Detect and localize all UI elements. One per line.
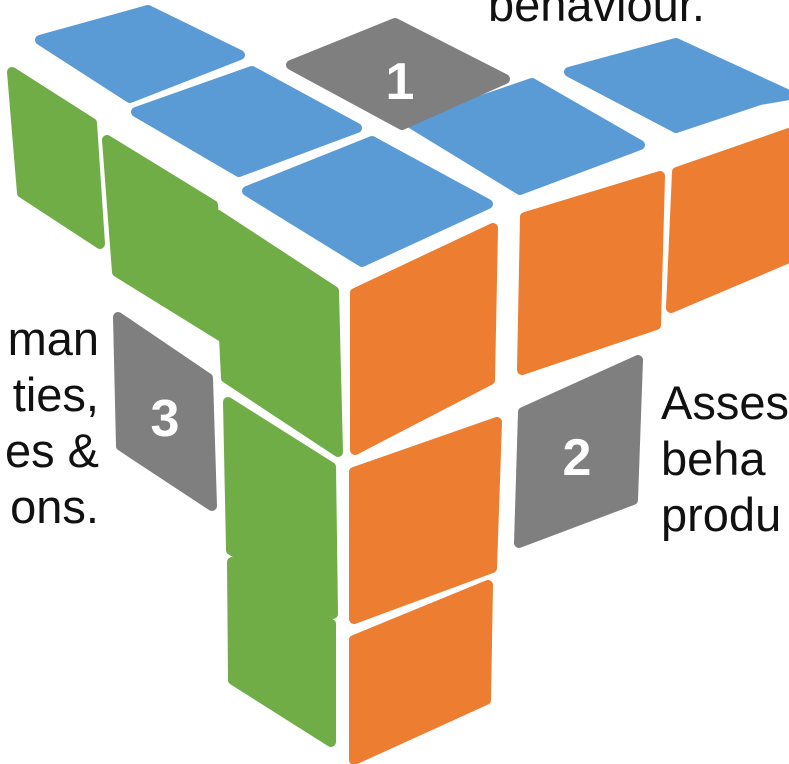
- top-face: [35, 5, 789, 267]
- right-tile: [350, 223, 498, 455]
- right-face: [349, 128, 789, 764]
- left-tile: [227, 557, 336, 747]
- marker-1: 1: [286, 18, 510, 130]
- marker-2: 2: [514, 355, 643, 548]
- top-tile: [35, 5, 245, 103]
- top-tile: [564, 38, 789, 133]
- marker-2-shape: [514, 355, 643, 548]
- marker-1-shape: [286, 18, 510, 130]
- top-tile: [242, 136, 493, 267]
- right-tile: [666, 128, 789, 313]
- left-tile: [102, 135, 227, 342]
- right-tile: [349, 580, 493, 764]
- right-tile: [517, 171, 665, 375]
- caption-right-line: produ: [661, 488, 782, 541]
- caption-left-line: ties,: [12, 368, 99, 421]
- caption-right-line: beha: [661, 432, 766, 485]
- caption-left-line: ons.: [10, 480, 99, 533]
- marker-1-label: 1: [386, 53, 415, 111]
- top-tile: [407, 78, 645, 195]
- left-tile: [7, 67, 105, 249]
- left-face: [7, 67, 343, 747]
- caption-left: man ties, es & ons.: [5, 311, 99, 535]
- caption-right-line: Asses: [661, 376, 789, 429]
- caption-left-line: es &: [4, 424, 99, 477]
- caption-right: Asses beha produ: [661, 375, 789, 543]
- left-tile: [223, 397, 338, 619]
- marker-3-label: 3: [151, 390, 180, 448]
- right-tile: [349, 417, 502, 624]
- caption-top: behaviour.: [488, 0, 705, 33]
- marker-3: 3: [113, 312, 217, 511]
- caption-top-line: behaviour.: [488, 0, 705, 31]
- left-tile: [213, 210, 343, 457]
- marker-3-shape: [113, 312, 217, 511]
- caption-left-line: man: [7, 312, 99, 365]
- top-tile: [131, 66, 362, 177]
- marker-2-label: 2: [563, 429, 592, 487]
